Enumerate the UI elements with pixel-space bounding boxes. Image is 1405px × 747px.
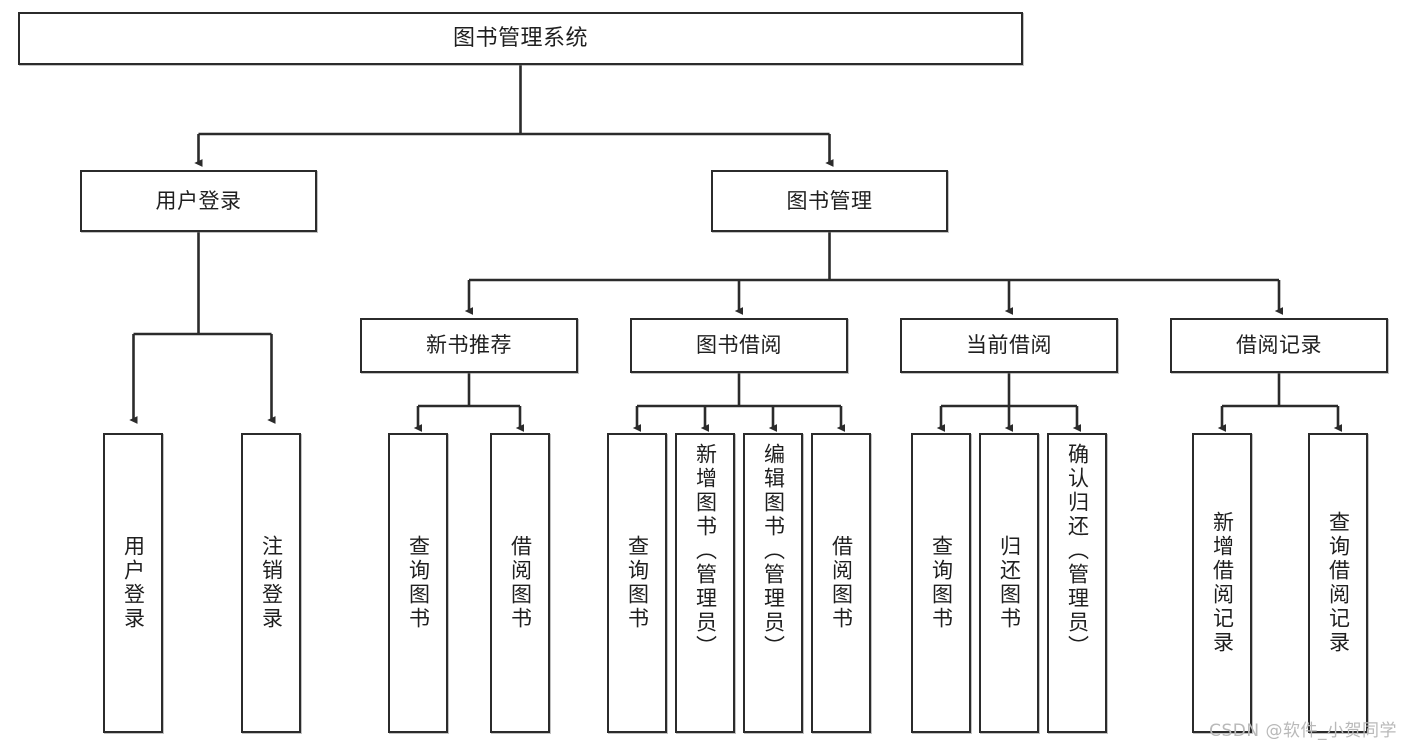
edges-userlogin-to-leaves xyxy=(129,232,276,424)
node-borrowing-record[interactable]: 借阅记录 xyxy=(1170,318,1388,373)
node-label: 查询借阅记录 xyxy=(1326,511,1351,655)
node-label: 归还图书 xyxy=(997,535,1022,631)
node-leaf-query-books-recommend[interactable]: 查询图书 xyxy=(388,433,448,733)
node-leaf-add-borrow-record[interactable]: 新增借阅记录 xyxy=(1192,433,1252,733)
node-label: 查询图书 xyxy=(406,535,431,631)
edges-newbook-to-leaves xyxy=(413,373,525,432)
node-user-login[interactable]: 用户登录 xyxy=(80,170,317,232)
node-label: 新增图书（管理员） xyxy=(693,443,718,659)
node-new-book-recommendation[interactable]: 新书推荐 xyxy=(360,318,578,373)
node-label: 借阅记录 xyxy=(1236,333,1322,358)
node-leaf-borrow-books[interactable]: 借阅图书 xyxy=(811,433,871,733)
node-label: 用户登录 xyxy=(121,535,146,631)
node-label: 图书借阅 xyxy=(696,333,782,358)
node-current-borrowing[interactable]: 当前借阅 xyxy=(900,318,1118,373)
node-leaf-logout[interactable]: 注销登录 xyxy=(241,433,301,733)
node-leaf-edit-book-admin[interactable]: 编辑图书（管理员） xyxy=(743,433,803,733)
node-label: 图书管理 xyxy=(786,188,873,213)
edges-bookborrow-to-leaves xyxy=(632,373,846,432)
node-label: 注销登录 xyxy=(259,535,284,631)
watermark-text: CSDN @软件_小贺同学 xyxy=(1209,721,1397,741)
node-label: 图书管理系统 xyxy=(452,25,588,51)
node-book-borrowing[interactable]: 图书借阅 xyxy=(630,318,848,373)
node-leaf-query-books-current[interactable]: 查询图书 xyxy=(911,433,971,733)
edges-root-to-level2 xyxy=(194,65,834,167)
node-book-management[interactable]: 图书管理 xyxy=(711,170,948,232)
node-label: 借阅图书 xyxy=(508,535,533,631)
edges-borrowrecord-to-leaves xyxy=(1217,373,1343,432)
node-label: 查询图书 xyxy=(625,535,650,631)
node-leaf-user-login[interactable]: 用户登录 xyxy=(103,433,163,733)
node-leaf-add-book-admin[interactable]: 新增图书（管理员） xyxy=(675,433,735,733)
node-leaf-query-books-borrow[interactable]: 查询图书 xyxy=(607,433,667,733)
node-label: 新增借阅记录 xyxy=(1210,511,1235,655)
node-label: 新书推荐 xyxy=(426,333,512,358)
node-label: 确认归还（管理员） xyxy=(1065,443,1090,659)
node-label: 当前借阅 xyxy=(966,333,1052,358)
edges-bookmgmt-to-level3 xyxy=(464,232,1284,315)
node-label: 用户登录 xyxy=(155,188,242,213)
node-leaf-confirm-return-admin[interactable]: 确认归还（管理员） xyxy=(1047,433,1107,733)
edges-currentborrow-to-leaves xyxy=(936,373,1082,432)
node-leaf-query-borrow-record[interactable]: 查询借阅记录 xyxy=(1308,433,1368,733)
node-root-book-management-system[interactable]: 图书管理系统 xyxy=(18,12,1023,65)
node-label: 编辑图书（管理员） xyxy=(761,443,786,659)
node-label: 查询图书 xyxy=(929,535,954,631)
node-label: 借阅图书 xyxy=(829,535,854,631)
node-leaf-borrow-books-recommend[interactable]: 借阅图书 xyxy=(490,433,550,733)
node-leaf-return-books[interactable]: 归还图书 xyxy=(979,433,1039,733)
